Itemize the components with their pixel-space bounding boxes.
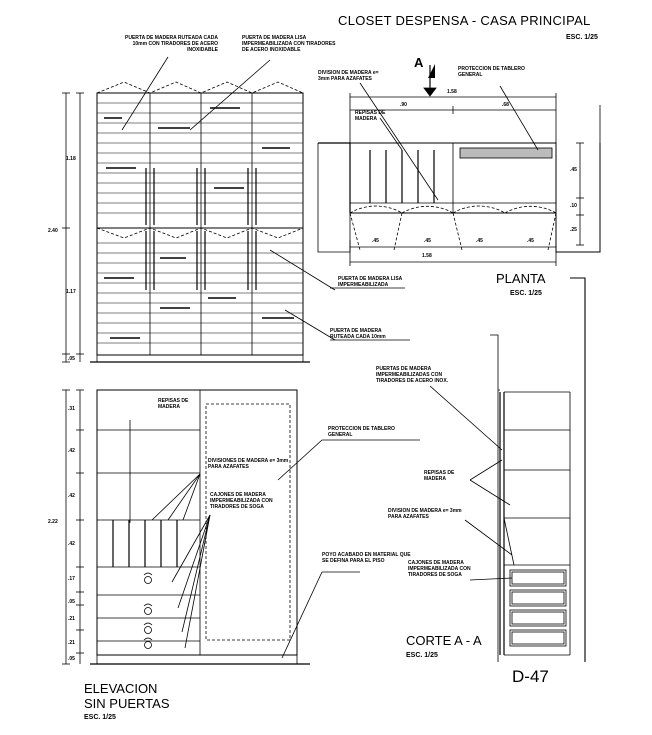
elevation-scale: ESC. 1/25	[84, 714, 116, 721]
dim-plan-depth-c: .25	[570, 227, 577, 233]
note-elev-shelves: REPISAS DE MADERA	[158, 398, 189, 410]
section-label: CORTE A - A	[406, 633, 482, 648]
plan-scale: ESC. 1/25	[510, 290, 542, 297]
dim-elev-d6: .05	[68, 599, 75, 605]
dim-elev-d5: .17	[68, 576, 75, 582]
dim-elev-d7: .21	[68, 616, 75, 622]
dim-plan-top: 1.58	[447, 89, 457, 95]
dim-elev-total: 2.22	[48, 519, 58, 525]
dim-plan-door-2: .45	[424, 238, 431, 244]
plan-view	[317, 64, 601, 266]
section-scale: ESC. 1/25	[406, 652, 438, 659]
dim-plan-left: .90	[400, 102, 407, 108]
dim-elev-d9: .05	[68, 656, 75, 662]
dim-plan-door-1: .45	[372, 238, 379, 244]
dim-lower: 1.17	[66, 289, 76, 295]
dim-elev-d4: .42	[68, 541, 75, 547]
dim-upper: 1.18	[66, 156, 76, 162]
dim-plan-bottom: 1.58	[422, 253, 432, 259]
dim-base: .05	[68, 356, 75, 362]
dim-elev-d2: .42	[68, 448, 75, 454]
note-section-doors: PUERTAS DE MADERA IMPERMEABILIZADAS CON …	[376, 366, 449, 384]
sheet-number: D-47	[512, 667, 549, 686]
dim-total: 2.40	[48, 228, 58, 234]
note-elev-board: PROTECCION DE TABLERO GENERAL	[328, 426, 395, 438]
dim-elev-d3: .42	[68, 493, 75, 499]
dim-plan-door-3: .45	[476, 238, 483, 244]
dim-plan-right: .68	[502, 102, 509, 108]
note-elev-dividers: DIVISIONES DE MADERA e= 3mm PARA AZAFATE…	[208, 458, 289, 470]
sheet-title: CLOSET DESPENSA - CASA PRINCIPAL	[338, 13, 591, 28]
note-section-divider: DIVISION DE MADERA e= 3mm PARA AZAFATES	[388, 508, 462, 520]
elevation-label-line1: ELEVACION	[84, 681, 158, 696]
elevation-with-doors	[62, 56, 410, 363]
dim-plan-depth-a: .45	[570, 167, 577, 173]
elevation-without-doors	[62, 389, 420, 665]
note-door-smooth-top: PUERTA DE MADERA LISA IMPERMEABILIZADA C…	[242, 35, 336, 53]
elevation-label-line2: SIN PUERTAS	[84, 696, 170, 711]
plan-label: PLANTA	[496, 271, 546, 286]
note-door-rutted-top: PUERTA DE MADERA RUTEADA CADA 10mm CON T…	[125, 35, 218, 53]
section-a-a	[429, 277, 586, 662]
note-plan-divider: DIVISION DE MADERA e= 3mm PARA AZAFATES	[318, 70, 379, 82]
note-section-shelves: REPISAS DE MADERA	[424, 470, 455, 482]
note-door-rutted-mid: PUERTA DE MADERA RUTEADA CADA 10mm	[330, 328, 386, 340]
dim-plan-door-4: .45	[527, 238, 534, 244]
dim-plan-depth-b: .10	[570, 203, 577, 209]
note-section-drawers: CAJONES DE MADERA IMPERMEABILIZADA CON T…	[408, 560, 471, 578]
note-door-smooth-mid: PUERTA DE MADERA LISA IMPERMEABILIZADA	[338, 276, 403, 288]
dim-elev-d1: .31	[68, 406, 75, 412]
dim-elev-d8: .21	[68, 640, 75, 646]
title-scale: ESC. 1/25	[566, 34, 598, 41]
note-plan-shelves: REPISAS DE MADERA	[355, 110, 386, 122]
note-elev-plinth: POYO ACABADO EN MATERIAL QUE SE DEFINA P…	[322, 552, 411, 564]
note-elev-drawers: CAJONES DE MADERA IMPERMEABILIZADA CON T…	[210, 492, 273, 510]
note-plan-board: PROTECCION DE TABLERO GENERAL	[458, 66, 525, 78]
section-marker-label: A	[414, 55, 424, 70]
